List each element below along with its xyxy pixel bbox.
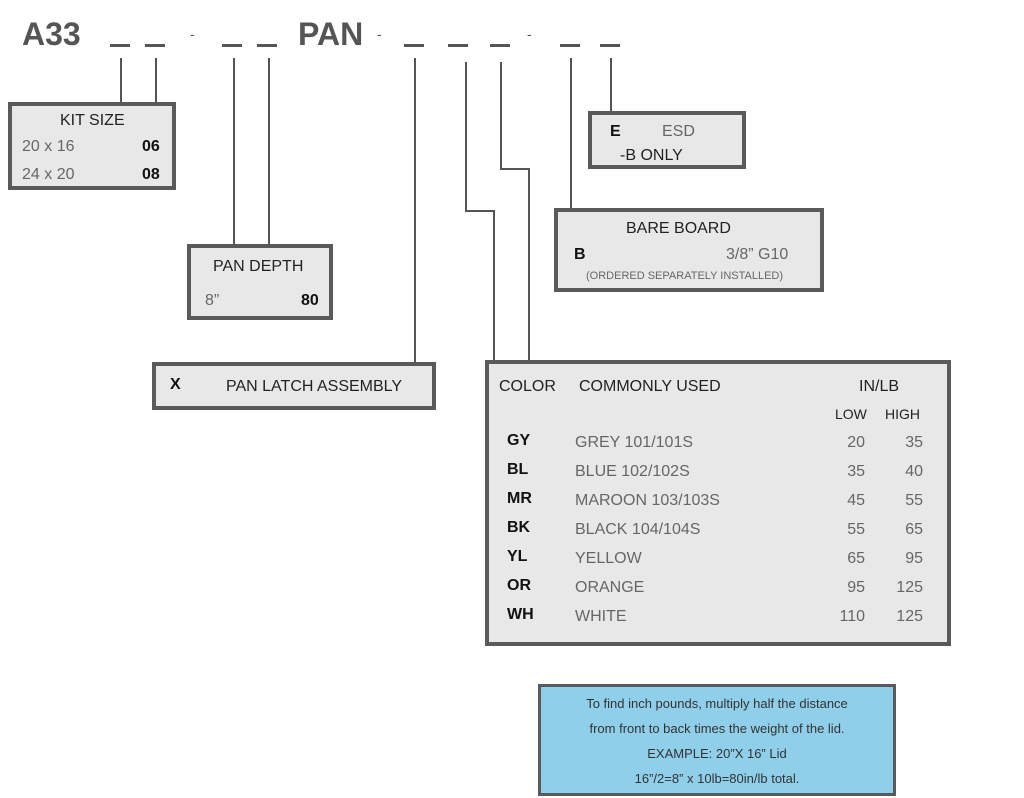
connector-depth-1 xyxy=(233,58,235,246)
kit-size-row-1-size: 20 x 16 xyxy=(22,138,75,155)
latch-code: X xyxy=(170,376,181,393)
inch-pound-note: To find inch pounds, multiply half the d… xyxy=(538,684,896,796)
pan-depth-size: 8” xyxy=(205,292,220,309)
connector-color-1c xyxy=(493,210,495,362)
separator-2: - xyxy=(377,26,382,42)
connector-color-1b xyxy=(465,210,495,212)
kit-size-row-1-code: 06 xyxy=(142,138,160,155)
color-row-low: 20 xyxy=(847,434,865,451)
bare-board-title: BARE BOARD xyxy=(626,220,731,237)
color-row-high: 40 xyxy=(905,463,923,480)
pan-depth-box: PAN DEPTH 8” 80 xyxy=(187,244,333,320)
color-header-inlb: IN/LB xyxy=(859,378,900,395)
color-row-code: MR xyxy=(507,490,532,507)
esd-note: -B ONLY xyxy=(620,147,683,164)
depth-blank-2 xyxy=(257,44,277,47)
kit-size-row-2-code: 08 xyxy=(142,166,160,183)
color-row-code: YL xyxy=(507,548,528,565)
color-row-low: 95 xyxy=(847,579,865,596)
esd-box: E ESD -B ONLY xyxy=(588,111,746,169)
kit-size-box: KIT SIZE 20 x 16 06 24 x 20 08 xyxy=(8,102,176,190)
connector-depth-2 xyxy=(268,58,270,246)
color-row-name: MAROON 103/103S xyxy=(575,492,720,509)
bare-board-box: BARE BOARD B 3/8” G10 (ORDERED SEPARATEL… xyxy=(554,208,824,292)
esd-code: E xyxy=(610,123,621,140)
color-row-high: 35 xyxy=(905,434,923,451)
color-row-low: 110 xyxy=(839,608,865,625)
color-blank-2 xyxy=(490,44,510,47)
code-prefix: A33 xyxy=(22,16,81,52)
depth-blank-1 xyxy=(222,44,242,47)
color-row-low: 45 xyxy=(847,492,865,509)
color-row-name: GREY 101/101S xyxy=(575,434,694,451)
bare-board-code: B xyxy=(574,246,586,263)
connector-kit-2 xyxy=(155,58,157,104)
note-line-4: 16”/2=8” x 10lb=80in/lb total. xyxy=(634,771,800,786)
color-row-name: ORANGE xyxy=(575,579,645,596)
code-middle: PAN xyxy=(298,16,364,52)
note-line-1: To find inch pounds, multiply half the d… xyxy=(586,696,848,711)
esd-blank xyxy=(600,44,620,47)
latch-box: X PAN LATCH ASSEMBLY xyxy=(152,362,436,410)
connector-kit-1 xyxy=(120,58,122,104)
color-header-low: LOW xyxy=(835,406,867,422)
color-row-name: WHITE xyxy=(575,608,627,625)
latch-label: PAN LATCH ASSEMBLY xyxy=(226,378,403,395)
color-row-high: 125 xyxy=(896,579,923,596)
kit-size-blank-1 xyxy=(110,44,130,47)
kit-size-row-2-size: 24 x 20 xyxy=(22,166,75,183)
color-row-name: YELLOW xyxy=(575,550,642,567)
connector-color-2b xyxy=(500,168,530,170)
color-row-high: 95 xyxy=(905,550,923,567)
board-blank xyxy=(560,44,580,47)
color-row-code: BL xyxy=(507,461,529,478)
note-line-2: from front to back times the weight of t… xyxy=(589,721,845,736)
connector-color-2a xyxy=(500,62,502,170)
pan-depth-code: 80 xyxy=(301,292,319,309)
color-row-code: WH xyxy=(507,606,534,623)
connector-color-2c xyxy=(528,168,530,362)
color-table-box: COLOR COMMONLY USED IN/LB LOW HIGH GY GR… xyxy=(485,360,951,646)
kit-size-title: KIT SIZE xyxy=(60,112,125,129)
color-row-high: 125 xyxy=(896,608,923,625)
connector-color-1a xyxy=(465,62,467,212)
separator-1: - xyxy=(190,26,195,42)
color-row-low: 35 xyxy=(847,463,865,480)
esd-label: ESD xyxy=(662,123,695,140)
color-blank-1 xyxy=(448,44,468,47)
color-row-low: 55 xyxy=(847,521,865,538)
color-header-color: COLOR xyxy=(499,378,556,395)
bare-board-spec: 3/8” G10 xyxy=(726,246,789,263)
connector-board xyxy=(570,58,572,210)
color-row-high: 55 xyxy=(905,492,923,509)
color-row-name: BLUE 102/102S xyxy=(575,463,690,480)
bare-board-note: (ORDERED SEPARATELY INSTALLED) xyxy=(586,270,784,282)
note-line-3: EXAMPLE: 20”X 16” Lid xyxy=(647,746,787,761)
kit-size-blank-2 xyxy=(145,44,165,47)
color-row-name: BLACK 104/104S xyxy=(575,521,701,538)
latch-blank xyxy=(404,44,424,47)
connector-latch xyxy=(414,58,416,364)
color-header-high: HIGH xyxy=(885,406,920,422)
connector-esd xyxy=(610,58,612,112)
color-row-high: 65 xyxy=(905,521,923,538)
separator-3: - xyxy=(527,26,532,42)
color-row-code: BK xyxy=(507,519,531,536)
pan-depth-title: PAN DEPTH xyxy=(213,258,304,275)
color-row-code: OR xyxy=(507,577,531,594)
color-header-used: COMMONLY USED xyxy=(579,378,721,395)
color-row-low: 65 xyxy=(847,550,865,567)
color-row-code: GY xyxy=(507,432,531,449)
